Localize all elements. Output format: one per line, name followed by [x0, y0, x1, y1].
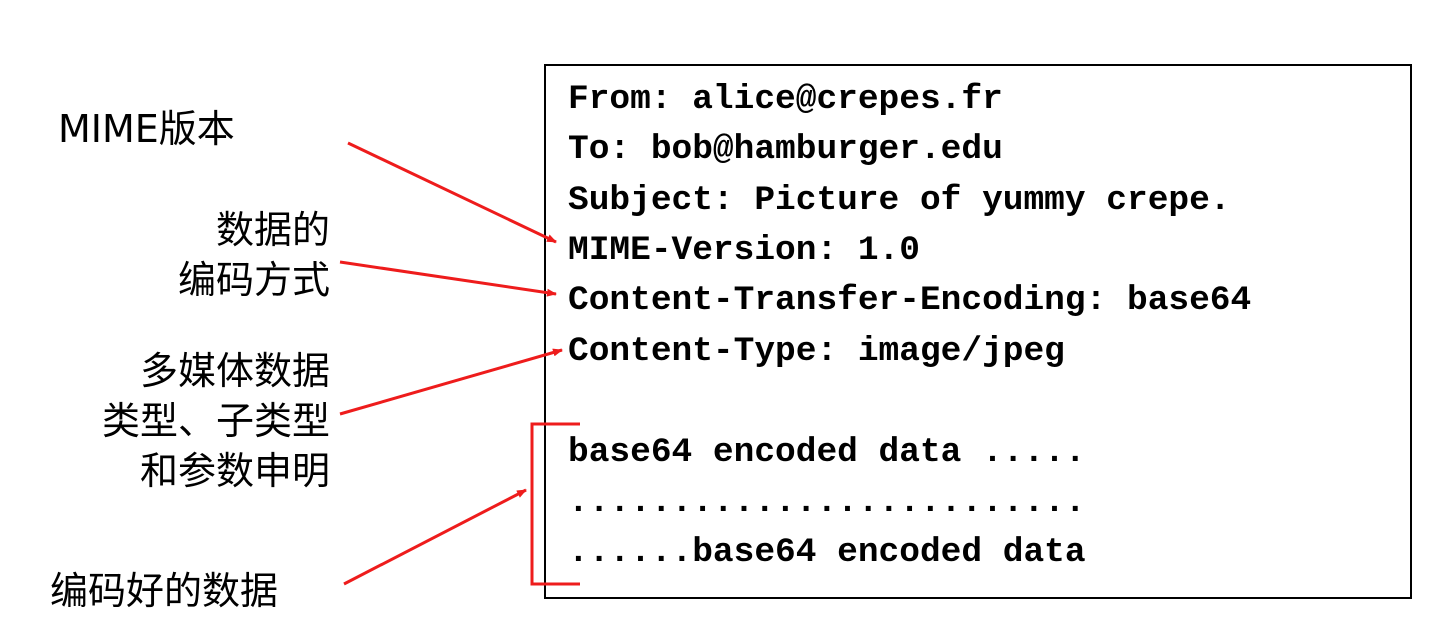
- body-line-1: base64 encoded data .....: [568, 433, 1086, 472]
- arrow-to-encoded-data: [343, 488, 527, 586]
- header-mime-version: MIME-Version: 1.0: [568, 231, 920, 270]
- header-content-type: Content-Type: image/jpeg: [568, 332, 1065, 371]
- encoding-label: 数据的 编码方式: [178, 205, 330, 305]
- arrow-to-content-transfer-encoding: [339, 260, 557, 297]
- arrow-to-mime-version: [347, 141, 557, 244]
- mime-version-label: MIME版本: [58, 104, 235, 154]
- header-from: From: alice@crepes.fr: [568, 80, 1003, 119]
- encoded-data-label: 编码好的数据: [50, 566, 278, 616]
- media-type-label-line-1: 多媒体数据: [139, 349, 330, 393]
- email-message-box: From: alice@crepes.fr To: bob@hamburger.…: [544, 64, 1412, 599]
- encoded-data-bracket: [530, 422, 580, 586]
- body-line-2: .........................: [568, 483, 1086, 522]
- arrow-to-content-type: [339, 348, 563, 416]
- media-type-label: 多媒体数据 类型、子类型 和参数申明: [102, 346, 330, 496]
- mime-version-label-text: MIME版本: [58, 107, 235, 151]
- header-subject: Subject: Picture of yummy crepe.: [568, 181, 1231, 220]
- media-type-label-line-2: 类型、子类型: [101, 399, 330, 443]
- header-content-transfer-encoding: Content-Transfer-Encoding: base64: [568, 281, 1252, 320]
- media-type-label-line-3: 和参数申明: [139, 449, 330, 493]
- encoding-label-line-1: 数据的: [215, 208, 330, 252]
- encoded-data-label-text: 编码好的数据: [50, 569, 279, 613]
- header-to: To: bob@hamburger.edu: [568, 130, 1003, 169]
- body-line-3: ......base64 encoded data: [568, 533, 1086, 572]
- encoding-label-line-2: 编码方式: [177, 258, 330, 302]
